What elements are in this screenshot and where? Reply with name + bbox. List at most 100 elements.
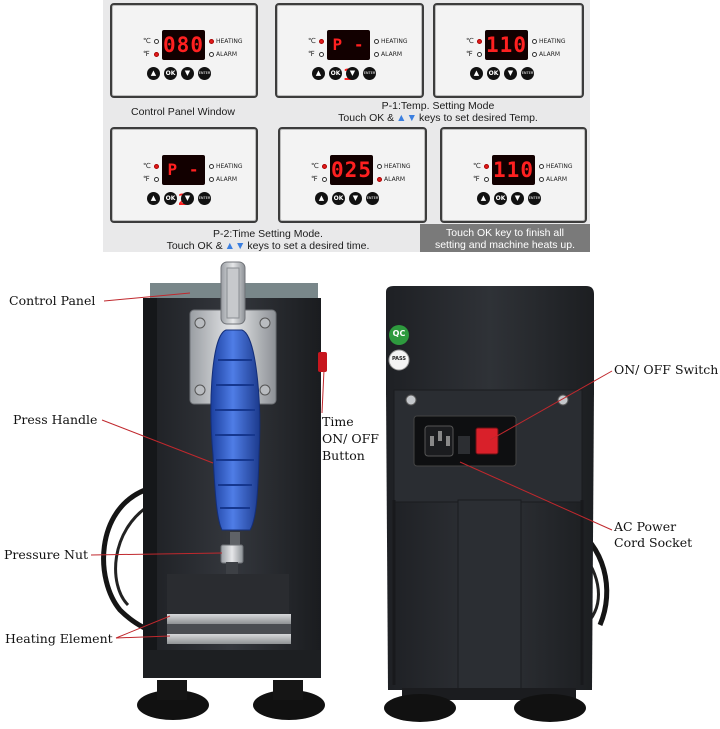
heating-led [532, 39, 537, 44]
lcd-display: P - 1 [327, 30, 370, 84]
caption-p1-text-before: Touch OK & [338, 112, 395, 124]
enter-button[interactable]: ENTER [521, 67, 534, 80]
panel-step-3: ℃ ℉ 110 HEATING ALARM ▲ OK ▼ ENTER [433, 3, 584, 98]
back-view-machine [384, 286, 610, 722]
enter-button[interactable]: ENTER [198, 67, 211, 80]
pass-badge-icon [388, 349, 410, 371]
fahrenheit-unit: ℉ [143, 50, 150, 58]
up-button[interactable]: ▲ [315, 192, 328, 205]
up-down-arrows-icon: ▲▼ [224, 240, 246, 252]
qc-badge-icon [389, 325, 409, 345]
leader-press-handle [101, 419, 214, 464]
fahrenheit-led [319, 52, 324, 57]
up-button[interactable]: ▲ [312, 67, 325, 80]
power-cable [114, 503, 151, 607]
caption-p1-temp-mode: P-1:Temp. Setting Mode Touch OK &▲▼keys … [303, 100, 573, 124]
rear-channel [457, 499, 522, 691]
panel-step-1: ℃ ℉ 080 HEATING ALARM ▲ OK ▼ ENTER [110, 3, 258, 98]
up-button[interactable]: ▲ [470, 67, 483, 80]
label-control-panel: Control Panel [9, 293, 96, 308]
lcd-display: 025 [330, 155, 373, 185]
heating-label: HEATING [216, 38, 243, 45]
ok-button[interactable]: OK [164, 192, 177, 205]
caption-p2-time-mode: P-2:Time Setting Mode. Touch OK &▲▼keys … [143, 228, 393, 252]
front-view-machine [101, 261, 327, 720]
enter-button[interactable]: ENTER [528, 192, 541, 205]
alarm-label: ALARM [216, 51, 238, 58]
up-button[interactable]: ▲ [477, 192, 490, 205]
caption-p2-text-after: keys to set a desired time. [247, 240, 370, 252]
qc-badge-label: QC [392, 329, 406, 338]
caption-p2-line1: P-2:Time Setting Mode. [213, 228, 323, 240]
lcd-readout: 080 [163, 33, 204, 57]
alarm-led [209, 52, 214, 57]
leader-ac-socket [459, 461, 613, 531]
heating-label: HEATING [216, 163, 243, 170]
suction-foot [253, 690, 325, 720]
alarm-label: ALARM [216, 176, 238, 183]
fahrenheit-unit: ℉ [143, 175, 150, 183]
label-time-line2: ON/ OFF [322, 431, 379, 446]
pass-badge-label: PASS [391, 356, 407, 362]
label-press-handle: Press Handle [13, 412, 98, 427]
fahrenheit-led [154, 52, 159, 57]
up-button[interactable]: ▲ [147, 67, 160, 80]
caption-finish-line2: setting and machine heats up. [434, 239, 576, 251]
leader-heating-upper [115, 615, 171, 639]
label-time-line3: Button [322, 448, 365, 463]
celsius-unit: ℃ [143, 162, 151, 170]
alarm-led [539, 177, 544, 182]
lcd-display: 110 [485, 30, 528, 60]
upper-plate-housing [167, 574, 289, 616]
label-heating-element: Heating Element [5, 631, 113, 646]
down-button[interactable]: ▼ [504, 67, 517, 80]
fahrenheit-led [154, 177, 159, 182]
alarm-led [374, 52, 379, 57]
down-button[interactable]: ▼ [511, 192, 524, 205]
body-edge [143, 298, 157, 673]
down-button[interactable]: ▼ [349, 192, 362, 205]
label-time-on-off-button: Time ON/ OFF Button [322, 413, 379, 464]
caption-p1-line2: Touch OK &▲▼keys to set desired Temp. [303, 112, 573, 124]
heating-label: HEATING [384, 163, 411, 170]
ok-button[interactable]: OK [164, 67, 177, 80]
alarm-label: ALARM [381, 51, 403, 58]
down-button[interactable]: ▼ [181, 192, 194, 205]
heating-led [209, 39, 214, 44]
leader-control-panel [103, 292, 191, 302]
celsius-led [154, 164, 159, 169]
enter-button[interactable]: ENTER [198, 192, 211, 205]
enter-button[interactable]: ENTER [363, 67, 376, 80]
fahrenheit-led [322, 177, 327, 182]
fahrenheit-unit: ℉ [466, 50, 473, 58]
celsius-unit: ℃ [473, 162, 481, 170]
caption-p2-line2: Touch OK &▲▼keys to set a desired time. [143, 240, 393, 252]
label-ac-line2: Cord Socket [614, 535, 693, 550]
down-button[interactable]: ▼ [346, 67, 359, 80]
ok-button[interactable]: OK [329, 67, 342, 80]
label-ac-power-cord-socket: AC Power Cord Socket [614, 519, 692, 551]
heating-led [539, 164, 544, 169]
heating-led [377, 164, 382, 169]
ok-button[interactable]: OK [487, 67, 500, 80]
enter-button[interactable]: ENTER [366, 192, 379, 205]
up-button[interactable]: ▲ [147, 192, 160, 205]
down-button[interactable]: ▼ [181, 67, 194, 80]
panel-step-2: ℃ ℉ P - 1 HEATING ALARM ▲ OK ▼ ENTER [275, 3, 424, 98]
heating-label: HEATING [539, 38, 566, 45]
ok-button[interactable]: OK [332, 192, 345, 205]
fahrenheit-unit: ℉ [311, 175, 318, 183]
fahrenheit-unit: ℉ [308, 50, 315, 58]
heating-label: HEATING [381, 38, 408, 45]
label-time-line1: Time [322, 414, 354, 429]
suction-foot [384, 694, 456, 722]
label-ac-line1: AC Power [614, 519, 677, 534]
leader-pressure-nut [90, 552, 223, 556]
rear-cover-top [386, 286, 594, 395]
fahrenheit-led [477, 52, 482, 57]
rocker-switch [475, 427, 499, 455]
ok-button[interactable]: OK [494, 192, 507, 205]
lcd-display: P - 2 [162, 155, 205, 209]
label-on-off-switch: ON/ OFF Switch [614, 362, 719, 377]
